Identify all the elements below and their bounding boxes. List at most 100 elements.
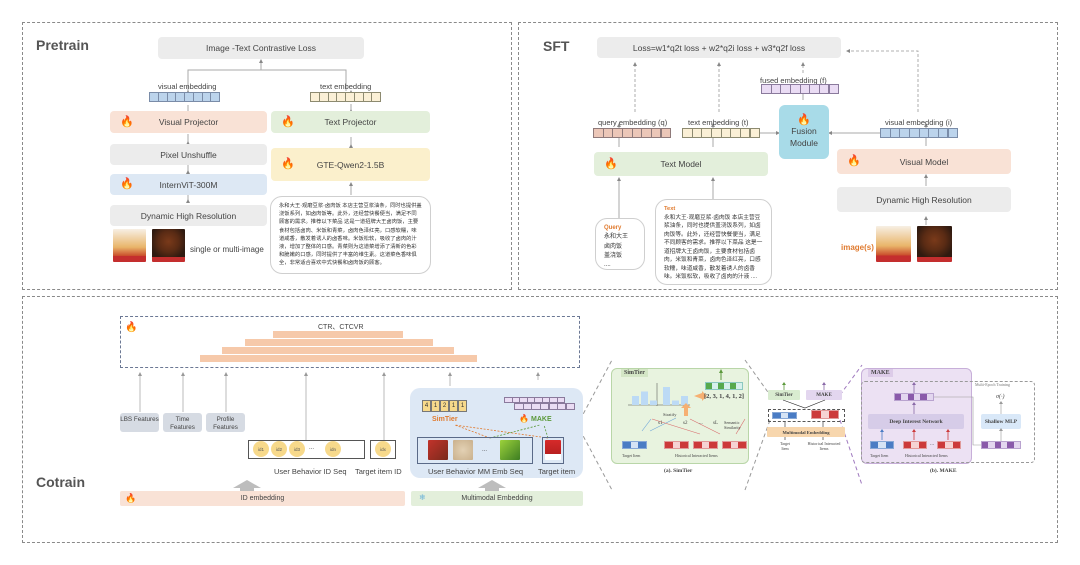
text-model-label: Text Model [660,159,702,169]
internvit-label: InternViT-300M [159,179,218,190]
profile-features-box: Profile Features [206,413,245,432]
simtier-cell: 1 [449,400,458,412]
visual-model-label: Visual Model [899,156,949,167]
hist-item-vector [664,441,689,449]
simtier-vector: 4 1 2 1 1 [422,400,467,412]
sft-loss-box: Loss=w1*q2t loss + w2*q2i loss + w3*q2f … [597,37,841,58]
text-model-box: 🔥 Text Model [594,152,768,176]
target-item-caption: Target Item [622,453,641,458]
frozen-snowflake-icon: ❄ [419,493,426,502]
tower-layer-3 [222,347,454,354]
histogram-bar [663,387,670,405]
multi-epoch-label: Multi-Epoch Training [975,382,1011,387]
lbs-features-box: LBS Features [120,413,159,432]
mid-embedding-box [768,409,845,422]
query-line: .... [604,262,611,269]
image-caption: single or multi-image [190,245,264,254]
text-box: Text 永和大王·观磨豆浆·卤肉饭 本店主营豆浆油条，同时也提供盖浇饭系列，如… [655,199,772,285]
pretrain-dynamic-res-box: Dynamic High Resolution [110,205,267,226]
target-id-label: Target item ID [355,467,402,476]
simtier-caption: (a). SimTier [664,468,693,474]
arrow-icon [681,403,691,416]
food-image-2 [152,229,185,262]
ranking-model-box [120,316,580,368]
histogram-bar [672,400,679,405]
pretrain-text-embedding-vector [310,92,381,102]
mm-embedding-label: Multimodal Embedding [461,495,533,502]
sigma-label: σ(·) [996,394,1005,400]
query-line: 永和大王 [604,234,629,241]
histogram-bar [650,400,657,405]
make-label: MAKE [531,416,552,423]
fused-embedding-vector [761,84,839,94]
mid-hist-vector [811,410,839,419]
pretrain-visual-embedding-vector [149,92,220,102]
make-embedding-back [504,397,565,403]
id-chip: idn [325,441,341,457]
tower-layer-1 [273,331,403,338]
gte-qwen-box: 🔥 GTE-Qwen2-1.5B [271,148,430,181]
hist-item-vector [722,441,747,449]
s-label: ... [699,421,703,426]
pretrain-sample-text: 永和大王·观磨豆浆·卤肉饭 本店主营豆浆油条，同时也提供盖浇饭系列，如卤肉饭等。… [270,196,431,274]
text-projector-box: 🔥 Text Projector [271,111,430,133]
pretrain-panel [22,22,512,290]
simtier-panel-title: SimTier [621,369,648,377]
simtier-label: SimTier [432,416,458,423]
visual-projector-label: Visual Projector [158,117,219,127]
mid-target-vector [772,412,797,419]
sft-dynamic-res-box: Dynamic High Resolution [837,187,1011,212]
trainable-flame-icon: 🔥 [519,414,529,423]
tower-layer-4 [200,355,477,362]
fused-embedding-label: fused embedding (f) [760,76,827,85]
target-id-box [370,440,396,459]
simtier-cell: 1 [458,400,467,412]
text-heading: Text [664,206,676,212]
text-embedding-vector [682,128,760,138]
id-chip: id1 [253,441,269,457]
text-body: 永和大王·观磨豆浆·卤肉饭 本店主营豆浆油条，同时也提供盖浇饭系列，如卤肉饭等。… [664,214,763,281]
s-label: sL [713,421,718,426]
id-seq-label: User Behavior ID Seq [274,467,347,476]
fusion-module-box: 🔥 Fusion Module [779,105,829,159]
sft-panel [518,22,1058,290]
pretrain-loss-box: Image -Text Contrastive Loss [158,37,364,59]
target-item-vector [622,441,647,449]
make-hist-vector [903,441,927,449]
historical-items-caption: Historical Interacted Items [675,453,718,458]
target-item-box [542,437,564,464]
item-ellipsis: ... [482,447,488,453]
make-historical-caption: Historical Interacted Items [905,453,948,458]
trainable-flame-icon: 🔥 [120,115,134,128]
make-panel-title: MAKE [868,369,893,377]
tower-layer-2 [245,339,433,346]
fusion-module-label: Fusion Module [790,126,818,148]
trainable-flame-icon: 🔥 [847,155,861,167]
make-embedding-front [514,403,576,410]
visual-projector-box: 🔥 Visual Projector [110,111,267,133]
shallow-mlp-box: Shallow MLP [981,414,1021,429]
ctr-objective-label: CTR、CTCVR [318,324,364,331]
pretrain-visual-embedding-label: visual embedding [158,82,217,91]
pretrain-title: Pretrain [36,37,89,53]
make-hist-ellipsis: ... [930,441,935,447]
cotrain-title: Cotrain [36,474,85,490]
mid-mm-embedding-box: Multimodal Embedding [767,427,845,437]
trainable-flame-icon: 🔥 [125,322,138,333]
trainable-flame-icon: 🔥 [125,493,137,503]
visual-model-box: 🔥 Visual Model [837,149,1011,174]
make-target-vector [870,441,894,449]
make-target-caption: Target Item [870,453,889,458]
sft-title: SFT [543,38,570,54]
query-box: Query 永和大王 卤肉饭 盖浇饭 .... [595,218,645,270]
trainable-flame-icon: 🔥 [281,158,295,170]
id-embedding-label: ID embedding [240,495,285,502]
id-seq-box [248,440,365,459]
histogram-bar [641,391,648,405]
text-embedding-label: text embedding (t) [688,118,749,127]
query-heading: Query [604,225,622,231]
